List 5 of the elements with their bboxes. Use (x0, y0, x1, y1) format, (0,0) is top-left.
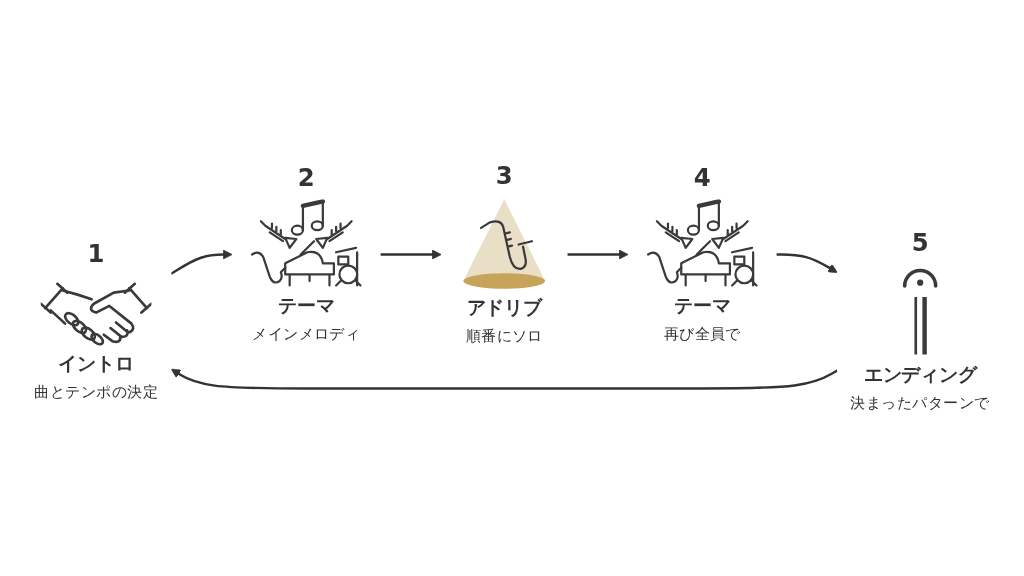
arrow (170, 368, 838, 390)
arrow (170, 249, 233, 275)
arrow (776, 253, 838, 273)
arrow (567, 249, 629, 260)
arrow (380, 249, 442, 260)
